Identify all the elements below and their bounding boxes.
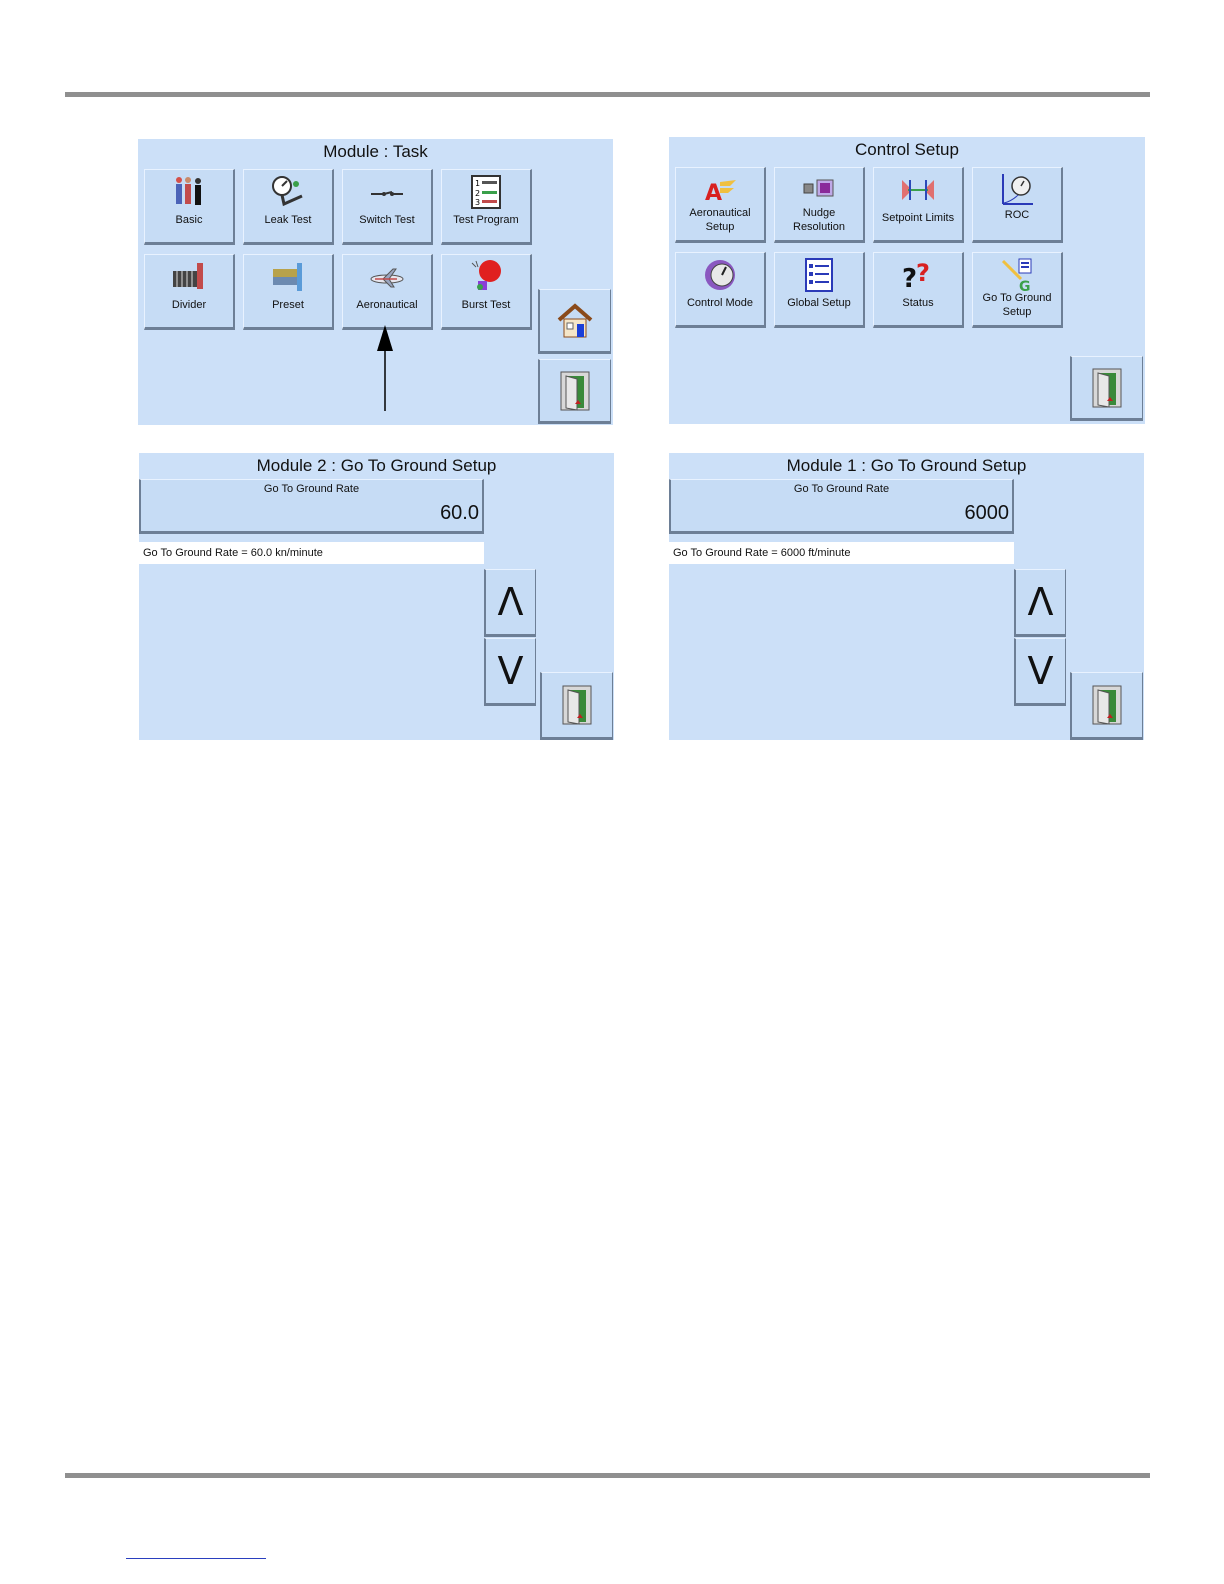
down-chevron-icon: V xyxy=(1027,649,1054,693)
tile-control-mode[interactable]: Control Mode xyxy=(675,252,766,328)
footer-rule xyxy=(65,1473,1150,1478)
tile-label: Divider xyxy=(171,299,207,311)
exit-door-icon xyxy=(560,371,590,411)
tile-label: Go To Ground Setup xyxy=(975,291,1059,319)
home-icon xyxy=(557,302,593,337)
svg-text:G: G xyxy=(1019,279,1031,293)
go-to-ground-rate-field[interactable]: Go To Ground Rate 6000 xyxy=(669,479,1014,534)
tile-burst-test[interactable]: Burst Test xyxy=(441,254,532,330)
tile-label-line1: Go To Ground xyxy=(982,292,1052,304)
tile-label: ROC xyxy=(1004,209,1030,221)
decrement-button[interactable]: V xyxy=(1014,638,1066,706)
up-chevron-icon: Λ xyxy=(1027,580,1054,624)
info-line: Go To Ground Rate = 60.0 kn/minute xyxy=(139,542,484,564)
nudge-icon xyxy=(775,172,863,208)
svg-text:?: ? xyxy=(916,259,930,287)
tile-preset[interactable]: Preset xyxy=(243,254,334,330)
tile-label: Global Setup xyxy=(787,297,851,309)
exit-button[interactable] xyxy=(1070,672,1143,740)
footer-link-underline[interactable] xyxy=(126,1558,266,1559)
exit-door-icon xyxy=(562,685,592,725)
up-chevron-icon: Λ xyxy=(497,580,524,624)
divider-icon xyxy=(145,259,233,295)
preset-icon xyxy=(244,259,332,295)
tile-label-line1: Nudge xyxy=(802,207,836,219)
decrement-button[interactable]: V xyxy=(484,638,536,706)
tile-setpoint-limits[interactable]: Setpoint Limits xyxy=(873,167,964,243)
balloon-icon xyxy=(442,259,530,295)
screen-title: Module : Task xyxy=(323,142,428,161)
knob-icon xyxy=(676,257,764,293)
tile-divider[interactable]: Divider xyxy=(144,254,235,330)
tile-label: Burst Test xyxy=(461,299,511,311)
tile-label: Setpoint Limits xyxy=(881,212,955,224)
exit-door-icon xyxy=(1092,368,1122,408)
header-rule xyxy=(65,92,1150,97)
field-value: 6000 xyxy=(964,502,1010,524)
ground-icon: G xyxy=(973,257,1061,293)
tile-test-program[interactable]: 1 2 3 Test Program xyxy=(441,169,532,245)
tile-label: Test Program xyxy=(453,214,519,226)
field-value: 60.0 xyxy=(440,502,479,524)
tile-label: Aeronautical xyxy=(356,299,418,311)
tile-global-setup[interactable]: Global Setup xyxy=(774,252,865,328)
tile-aeronautical-setup[interactable]: A Aeronautical Setup xyxy=(675,167,766,243)
tile-label-line2: Resolution xyxy=(793,221,845,233)
aero-setup-icon: A xyxy=(676,172,764,208)
svg-text:2: 2 xyxy=(475,189,480,198)
tile-label: Basic xyxy=(175,214,203,226)
tile-label: Aeronautical Setup xyxy=(678,206,762,234)
limits-icon xyxy=(874,172,962,208)
field-label: Go To Ground Rate xyxy=(263,483,360,495)
module2-ground-setup-screen: Module 2 : Go To Ground Setup Go To Grou… xyxy=(139,453,614,740)
tile-leak-test[interactable]: Leak Test xyxy=(243,169,334,245)
tile-label: Leak Test xyxy=(264,214,312,226)
module-task-screen: Module : Task Basic Leak Test xyxy=(138,139,613,425)
tile-label-line2: Setup xyxy=(705,221,735,233)
go-to-ground-rate-field[interactable]: Go To Ground Rate 60.0 xyxy=(139,479,484,534)
exit-button[interactable] xyxy=(1070,356,1143,421)
roc-icon xyxy=(973,172,1061,208)
tile-nudge-resolution[interactable]: Nudge Resolution xyxy=(774,167,865,243)
tile-roc[interactable]: ROC xyxy=(972,167,1063,243)
svg-text:3: 3 xyxy=(475,198,480,207)
exit-button[interactable] xyxy=(540,672,613,740)
tile-label-line1: Aeronautical xyxy=(689,207,751,219)
increment-button[interactable]: Λ xyxy=(1014,569,1066,637)
svg-text:?: ? xyxy=(902,264,917,293)
gauge-icon xyxy=(244,174,332,210)
home-button[interactable] xyxy=(538,289,611,354)
screen-title: Module 1 : Go To Ground Setup xyxy=(786,456,1027,475)
tile-basic[interactable]: Basic xyxy=(144,169,235,245)
down-chevron-icon: V xyxy=(497,649,524,693)
tile-aeronautical[interactable]: Aeronautical xyxy=(342,254,433,330)
screen-title: Control Setup xyxy=(855,140,959,159)
question-icon: ? ? xyxy=(874,257,962,293)
airplane-icon xyxy=(343,259,431,295)
exit-button[interactable] xyxy=(538,359,611,424)
tile-label: Status xyxy=(902,297,934,309)
control-setup-screen: Control Setup A Aeronautical Setup Nudge… xyxy=(669,137,1145,424)
tile-label: Preset xyxy=(272,299,304,311)
tile-switch-test[interactable]: Switch Test xyxy=(342,169,433,245)
tile-go-to-ground-setup[interactable]: G Go To Ground Setup xyxy=(972,252,1063,328)
screen-title: Module 2 : Go To Ground Setup xyxy=(256,456,497,475)
increment-button[interactable]: Λ xyxy=(484,569,536,637)
svg-text:1: 1 xyxy=(475,179,480,188)
tile-status[interactable]: ? ? Status xyxy=(873,252,964,328)
field-label: Go To Ground Rate xyxy=(793,483,890,495)
switch-icon xyxy=(343,174,431,210)
pointer-arrow xyxy=(377,325,393,411)
exit-door-icon xyxy=(1092,685,1122,725)
tile-label: Control Mode xyxy=(686,297,754,309)
tile-label-line2: Setup xyxy=(1002,306,1032,318)
people-icon xyxy=(145,174,233,210)
svg-text:A: A xyxy=(705,181,722,206)
info-line: Go To Ground Rate = 6000 ft/minute xyxy=(669,542,1014,564)
checklist-icon: 1 2 3 xyxy=(442,174,530,210)
list-icon xyxy=(775,257,863,293)
module1-ground-setup-screen: Module 1 : Go To Ground Setup Go To Grou… xyxy=(669,453,1144,740)
tile-label: Switch Test xyxy=(359,214,415,226)
tile-label: Nudge Resolution xyxy=(777,206,861,234)
